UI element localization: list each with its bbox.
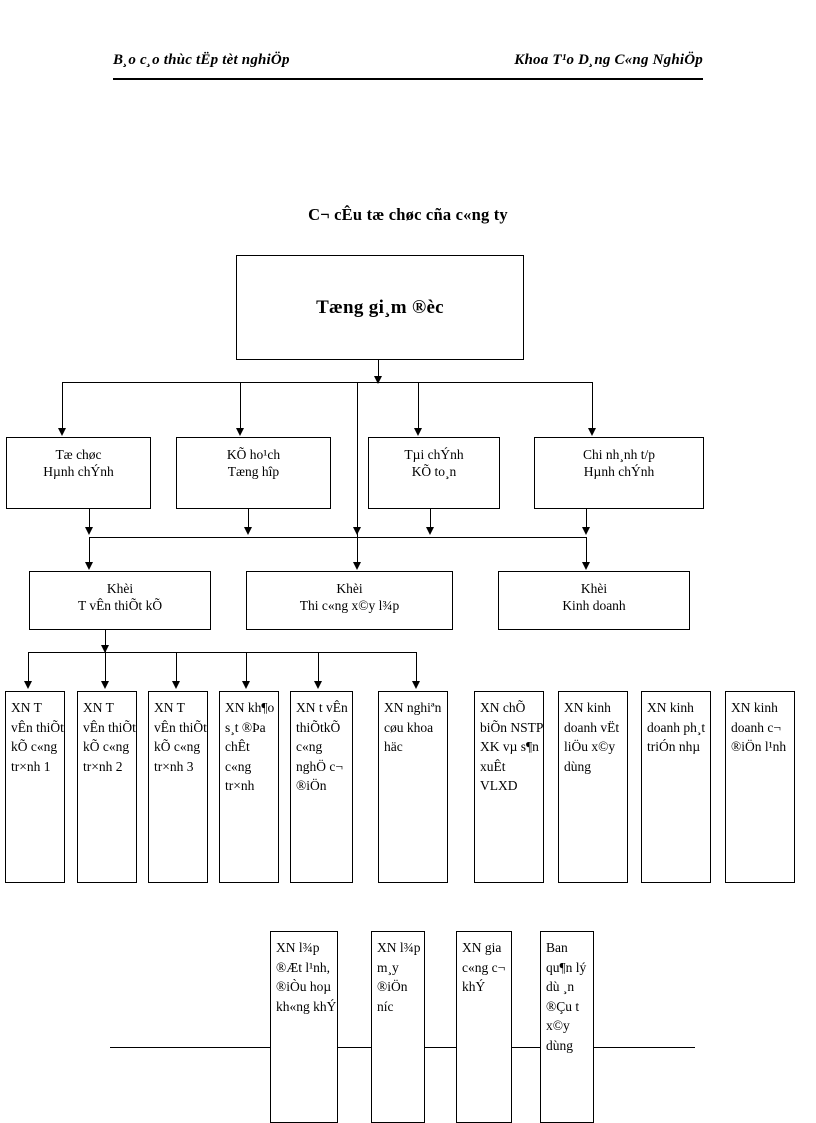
connector-dept4-to-bus [586,509,588,531]
connector-drop-unit-1 [28,652,30,684]
connector-bus-departments [62,382,593,384]
node-block-1-line1: Khèi [106,581,134,596]
node-department-4-line1: Chi nh¸nh t/p [582,447,655,462]
node-bottom-unit-2: XN l¾p m¸y ®iÖn níc [371,931,425,1123]
node-root: Tæng gi¸m ®èc [236,255,524,360]
node-block-3-line1: Khèi [580,581,608,596]
arrow-dept-2 [236,428,244,436]
arrow-dept-4 [588,428,596,436]
node-department-2-line2: Tæng hîp [227,463,280,479]
node-unit-5-label: XN t vÊn thiÕtkÕ c«ng nghÖ c¬ ®iÖn [296,700,348,794]
arrow-unit-3 [172,681,180,689]
node-root-label: Tæng gi¸m ®èc [316,296,444,318]
node-department-4: Chi nh¸nh t/p Hµnh chÝnh [534,437,704,509]
connector-drop-unit-5 [318,652,320,684]
arrow-dept-3 [414,428,422,436]
connector-dept2-to-bus [248,509,250,531]
node-unit-1-label: XN T vÊn thiÕt kÕ c«ng tr×nh 1 [11,700,64,774]
arrow-block1-to-units-bus [101,645,109,653]
diagram-title: C¬ cÊu tæ chøc cña c«ng ty [308,205,508,224]
node-block-1-line2: T vÊn thiÕt kÕ [77,597,163,613]
arrow-unit-5 [314,681,322,689]
connector-drop-block-1 [89,537,91,566]
arrow-block-3 [582,562,590,570]
node-unit-2: XN T vÊn thiÕt kÕ c«ng tr×nh 2 [77,691,137,883]
node-department-1: Tæ chøc Hµnh chÝnh [6,437,151,509]
connector-dept3-to-bus [430,509,432,531]
arrow-block-2 [353,562,361,570]
connector-drop-block-2 [357,537,359,566]
connector-drop-unit-3 [176,652,178,684]
arrow-unit-4 [242,681,250,689]
header-right-text: Khoa T¹o D¸ng C«ng NghiÖp [514,52,703,68]
node-department-1-line1: Tæ chøc [55,447,102,462]
connector-drop-block-3 [586,537,588,566]
connector-drop-dept-1 [62,382,64,432]
connector-dept1-to-bus [89,509,91,531]
node-block-3-line2: Kinh doanh [562,597,626,613]
node-unit-4: XN kh¶o s¸t ®Þa chÊt c«ng tr×nh [219,691,279,883]
node-bottom-unit-2-label: XN l¾p m¸y ®iÖn níc [377,940,421,1014]
connector-drop-unit-6 [416,652,418,684]
node-unit-3-label: XN T vÊn thiÕt kÕ c«ng tr×nh 3 [154,700,207,774]
arrow-unit-1 [24,681,32,689]
arrow-unit-2 [101,681,109,689]
node-bottom-unit-1-label: XN l¾p ®Æt l¹nh, ®iÒu hoµ kh«ng khÝ [276,940,337,1014]
node-unit-6: XN nghiªn cøu khoa häc [378,691,448,883]
node-unit-7: XN chÕ biÕn NSTP XK vµ s¶n xuÊt VLXD [474,691,544,883]
arrow-block-1 [85,562,93,570]
arrow-root-to-bus [374,376,382,384]
node-department-2: KÕ ho¹ch Tæng hîp [176,437,331,509]
node-bottom-unit-4-label: Ban qu¶n lý dù ¸n ®Çu t x©y dùng [546,940,587,1053]
arrow-dept3-to-bus [426,527,434,535]
connector-drop-unit-4 [246,652,248,684]
node-unit-7-label: XN chÕ biÕn NSTP XK vµ s¶n xuÊt VLXD [480,700,543,794]
node-unit-1: XN T vÊn thiÕt kÕ c«ng tr×nh 1 [5,691,65,883]
node-block-3: Khèi Kinh doanh [498,571,690,630]
connector-bus-blocks [89,537,587,539]
node-unit-6-label: XN nghiªn cøu khoa häc [384,700,442,755]
connector-drop-dept-4 [592,382,594,432]
connector-block1-to-units-bus [105,630,107,652]
arrow-spine-to-bus [353,527,361,535]
node-unit-9: XN kinh doanh ph¸t triÓn nhµ [641,691,711,883]
node-bottom-unit-3-label: XN gia c«ng c¬ khÝ [462,940,506,995]
connector-central-spine [357,382,359,537]
node-block-1: Khèi T vÊn thiÕt kÕ [29,571,211,630]
node-unit-10: XN kinh doanh c¬ ®iÖn l¹nh [725,691,795,883]
node-department-1-line2: Hµnh chÝnh [43,463,114,479]
connector-drop-unit-2 [105,652,107,684]
arrow-dept2-to-bus [244,527,252,535]
node-unit-9-label: XN kinh doanh ph¸t triÓn nhµ [647,700,706,755]
node-block-2-line1: Khèi [336,581,363,596]
node-unit-4-label: XN kh¶o s¸t ®Þa chÊt c«ng tr×nh [225,700,275,794]
document-header: B¸o c¸o thùc tËp tèt nghiÖp Khoa T¹o D¸n… [113,52,703,80]
arrow-unit-6 [412,681,420,689]
node-unit-10-label: XN kinh doanh c¬ ®iÖn l¹nh [731,700,787,755]
header-left-text: B¸o c¸o thùc tËp tèt nghiÖp [113,52,290,68]
node-department-2-line1: KÕ ho¹ch [226,447,281,462]
connector-root-stem [378,360,380,382]
node-unit-2-label: XN T vÊn thiÕt kÕ c«ng tr×nh 2 [83,700,136,774]
node-bottom-unit-3: XN gia c«ng c¬ khÝ [456,931,512,1123]
arrow-dept-1 [58,428,66,436]
node-bottom-unit-1: XN l¾p ®Æt l¹nh, ®iÒu hoµ kh«ng khÝ [270,931,338,1123]
node-block-2-line2: Thi c«ng x©y l¾p [299,597,400,613]
node-block-2: Khèi Thi c«ng x©y l¾p [246,571,453,630]
connector-drop-dept-3 [418,382,420,432]
node-department-3: Tµi chÝnh KÕ to¸n [368,437,500,509]
node-department-3-line2: KÕ to¸n [411,463,457,479]
node-unit-8: XN kinh doanh vËt liÖu x©y dùng [558,691,628,883]
node-department-4-line2: Hµnh chÝnh [583,463,655,479]
node-unit-8-label: XN kinh doanh vËt liÖu x©y dùng [564,700,620,774]
node-department-3-line1: Tµi chÝnh [404,447,464,462]
node-unit-3: XN T vÊn thiÕt kÕ c«ng tr×nh 3 [148,691,208,883]
node-bottom-unit-4: Ban qu¶n lý dù ¸n ®Çu t x©y dùng [540,931,594,1123]
connector-bus-units [28,652,417,654]
arrow-dept1-to-bus [85,527,93,535]
connector-drop-dept-2 [240,382,242,432]
arrow-dept4-to-bus [582,527,590,535]
node-unit-5: XN t vÊn thiÕtkÕ c«ng nghÖ c¬ ®iÖn [290,691,353,883]
